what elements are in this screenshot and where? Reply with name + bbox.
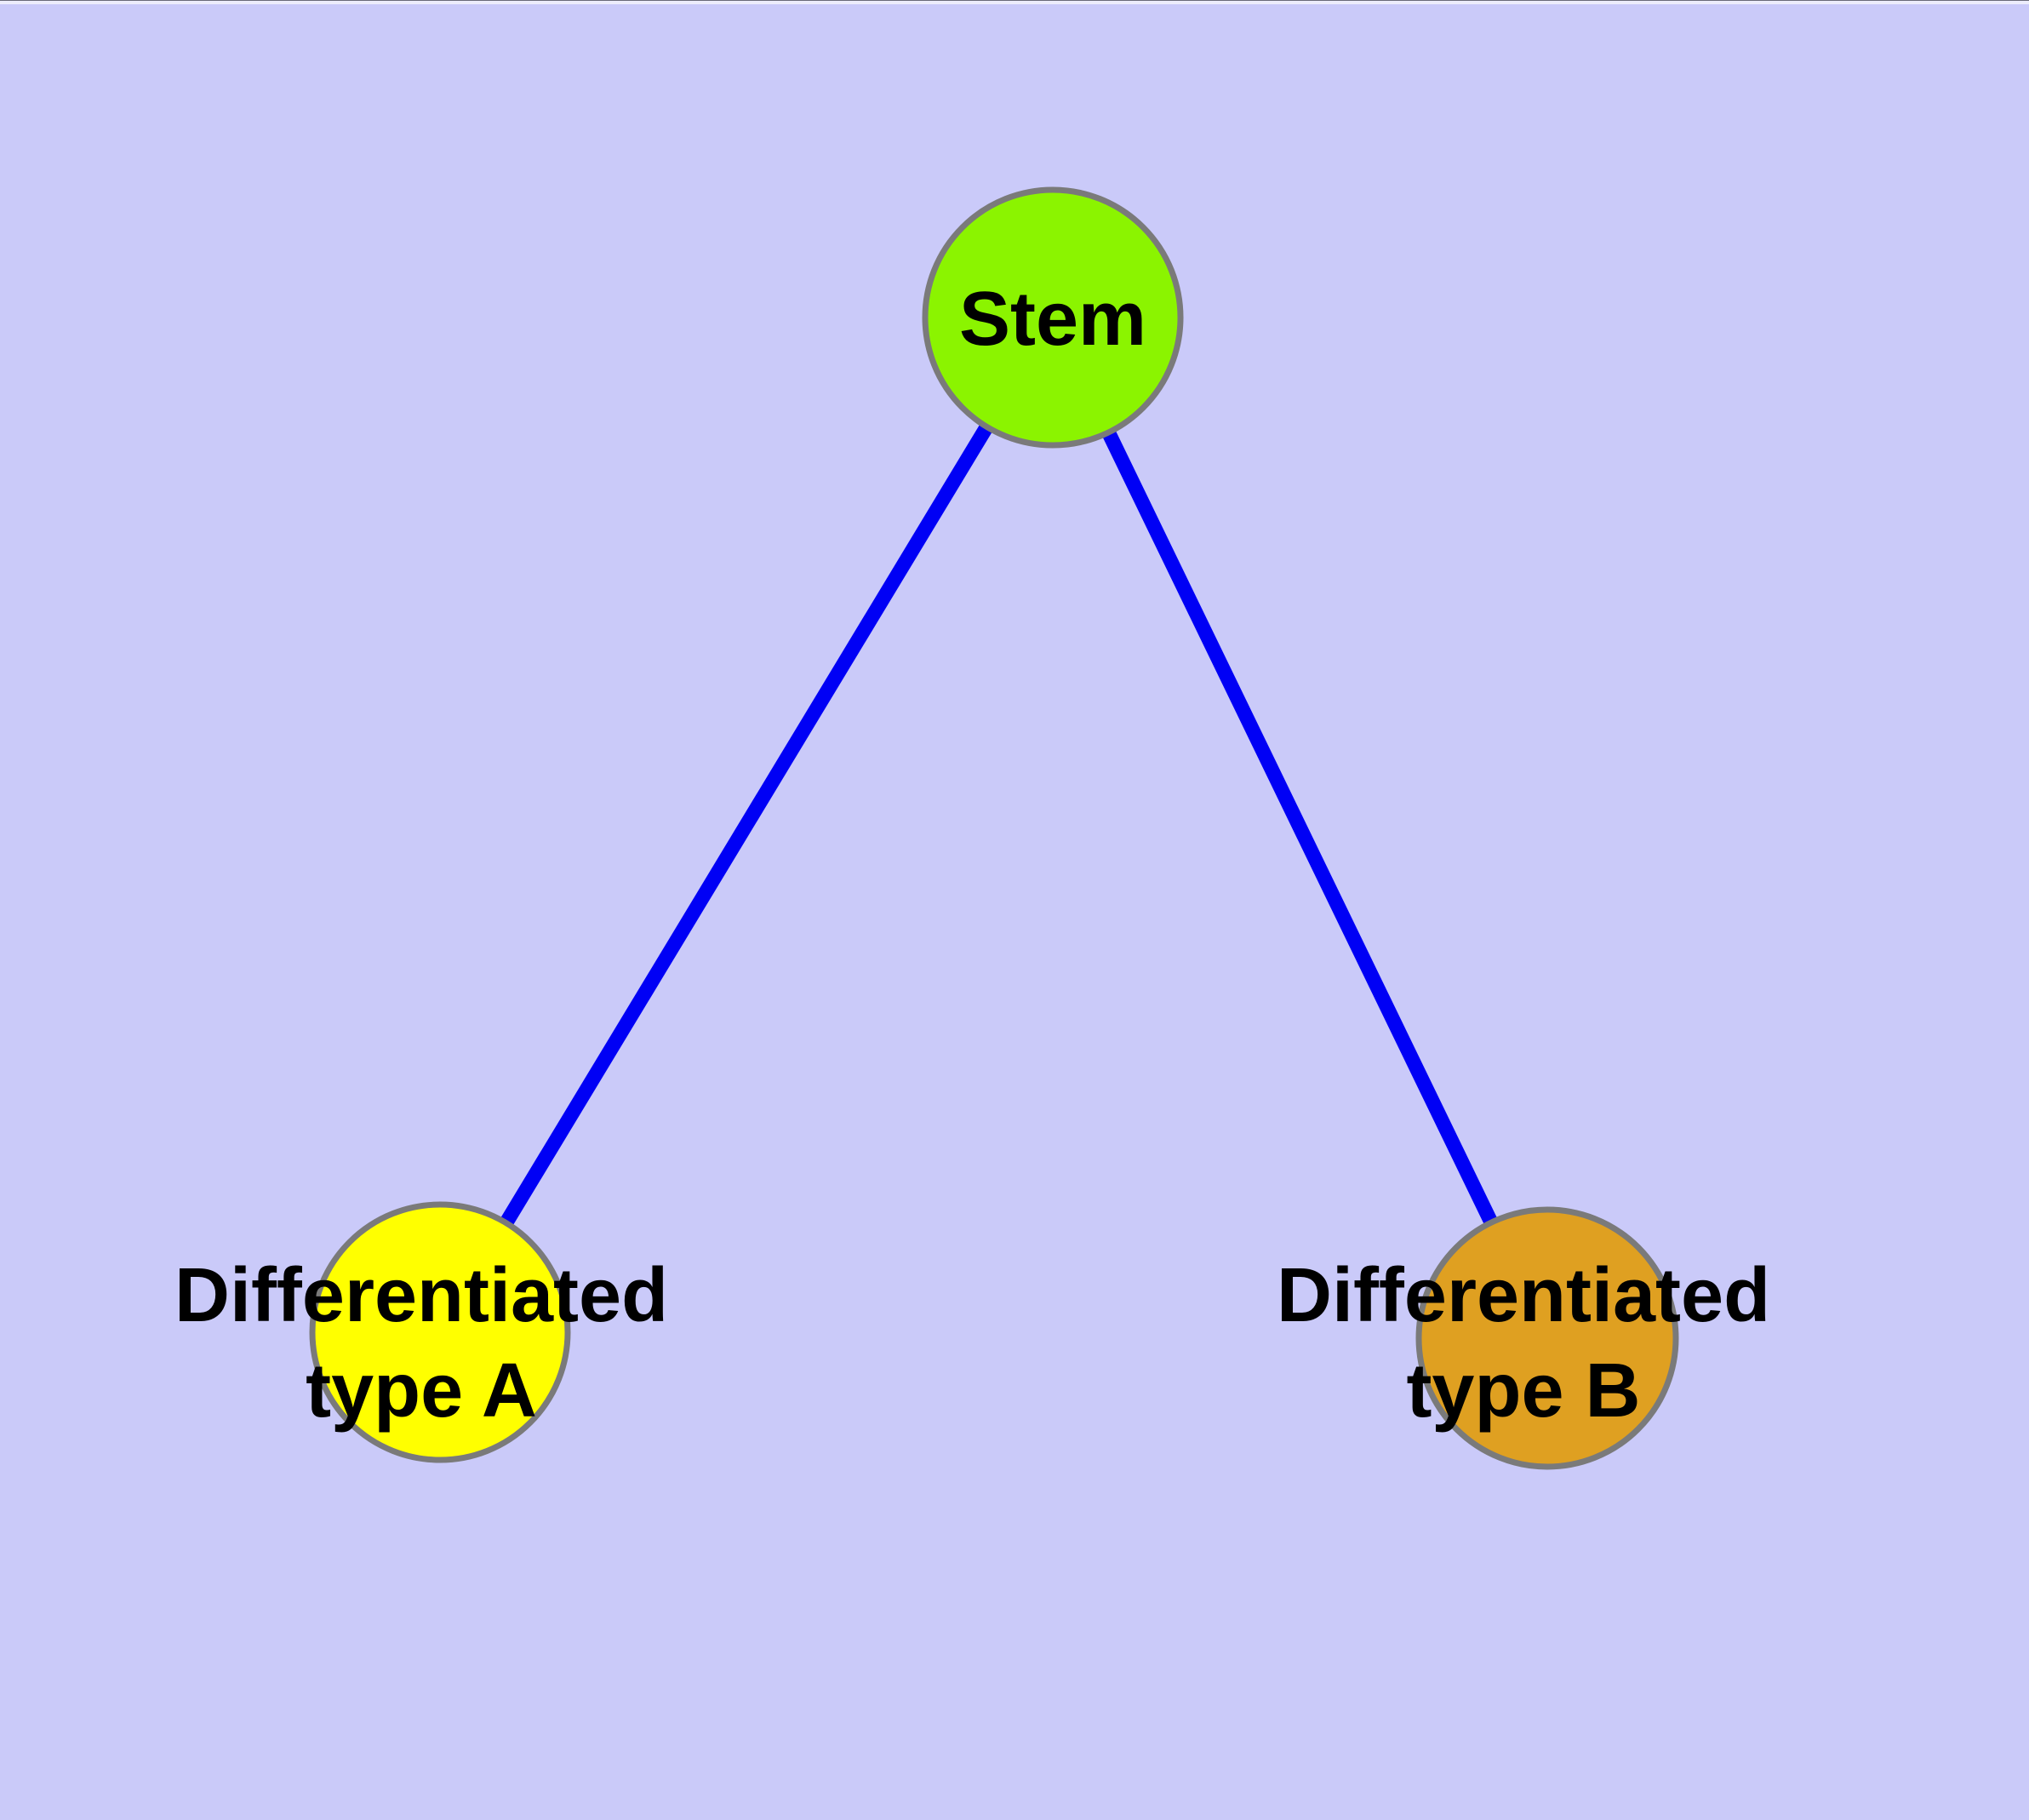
node-label-differentiated-type-b: Differentiated type B [1277,1248,1770,1439]
node-label-type-a-line2: type A [306,1348,537,1434]
edge-stem-to-type-b [1046,314,1554,1342]
node-label-type-b-line1: Differentiated [1276,1253,1771,1338]
node-stem [922,186,1184,449]
window-top-edge [0,0,2029,4]
node-differentiated-type-b [1415,1206,1679,1470]
node-label-stem: Stem [959,272,1146,367]
node-label-type-b-line2: type B [1406,1348,1641,1434]
node-label-differentiated-type-a: Differentiated type A [174,1248,668,1439]
node-label-stem-line1: Stem [958,277,1147,362]
node-label-type-a-line1: Differentiated [174,1253,669,1338]
edge-stem-to-type-a [433,313,1060,1336]
node-differentiated-type-a [309,1201,571,1463]
